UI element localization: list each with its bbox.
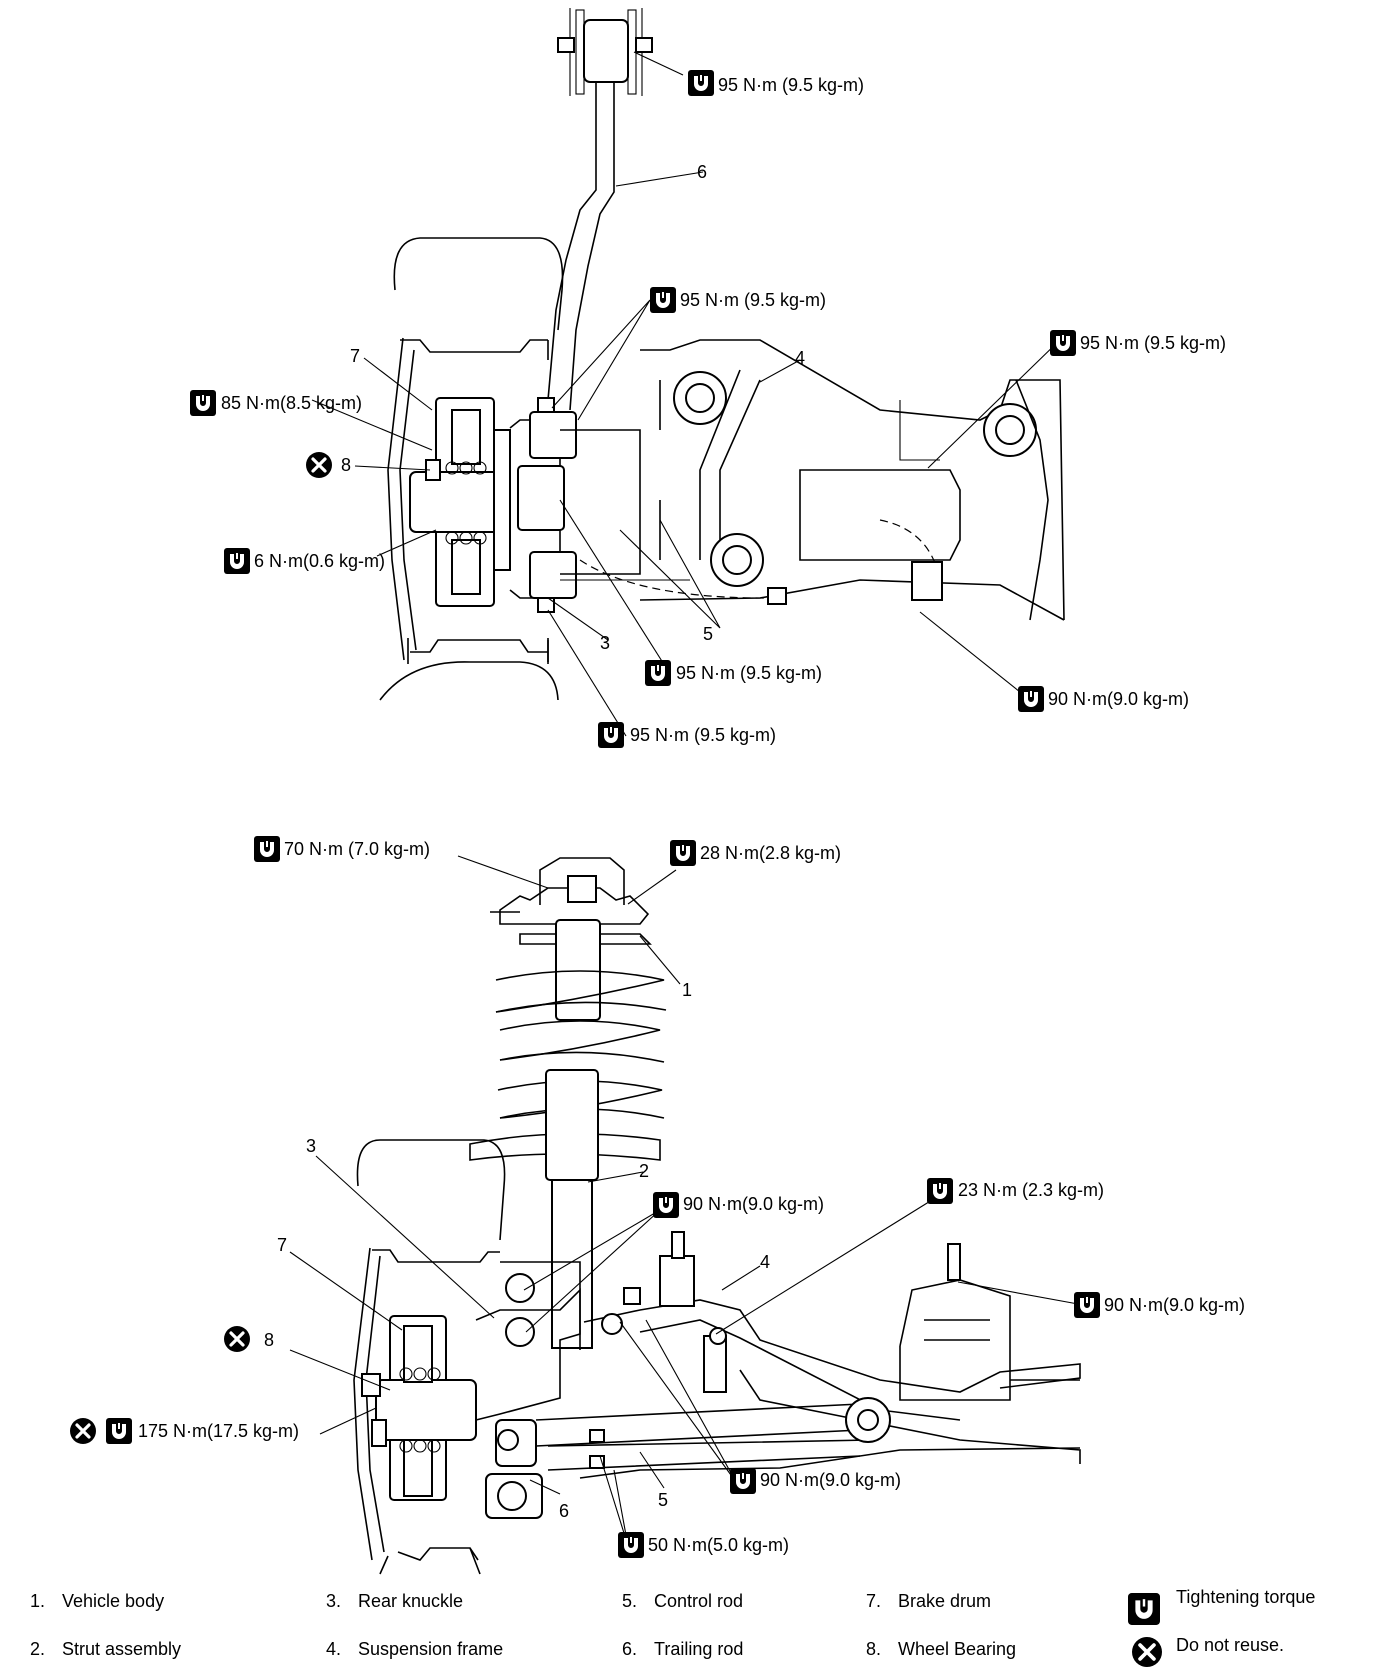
torque-callout: 90 N·m(9.0 kg-m)	[1048, 689, 1189, 709]
torque-icon	[687, 69, 715, 97]
torque-icon	[649, 286, 677, 314]
part-number: 7	[277, 1235, 287, 1255]
tire-top	[379, 237, 564, 701]
leaders-bottom	[289, 855, 1079, 1547]
legend-item: 7.Brake drum	[866, 1591, 992, 1611]
torque-icon	[652, 1191, 680, 1219]
legend-item: 6.Trailing rod	[622, 1639, 744, 1659]
torque-callout: 90 N·m(9.0 kg-m)	[683, 1194, 824, 1214]
noreuse-icon	[68, 1416, 98, 1446]
brake-drum-top	[409, 397, 511, 607]
noreuse-icon	[1132, 1637, 1162, 1667]
torque-callout: 95 N·m (9.5 kg-m)	[718, 75, 864, 95]
torque-icon	[926, 1177, 954, 1205]
torque-icon	[597, 721, 625, 749]
torque-callout: 50 N·m(5.0 kg-m)	[648, 1535, 789, 1555]
torque-callout: 6 N·m(0.6 kg-m)	[254, 551, 385, 571]
bottom-view: 70 N·m (7.0 kg-m) 28 N·m(2.8 kg-m) 90 N·…	[68, 835, 1245, 1575]
torque-icon	[669, 839, 697, 867]
part-number: 5	[703, 624, 713, 644]
part-number: 8	[341, 455, 351, 475]
part-number: 2	[639, 1161, 649, 1181]
part-number: 1	[682, 980, 692, 1000]
part-number: 3	[600, 633, 610, 653]
torque-icon	[729, 1467, 757, 1495]
torque-callout: 95 N·m (9.5 kg-m)	[1080, 333, 1226, 353]
noreuse-icon	[304, 450, 334, 480]
legend-item: 1.Vehicle body	[30, 1591, 165, 1611]
torque-callout: 175 N·m(17.5 kg-m)	[138, 1421, 299, 1441]
part-number: 8	[264, 1330, 274, 1350]
part-number: 4	[760, 1252, 770, 1272]
brake-drum-bottom	[361, 1315, 477, 1501]
torque-icon	[1073, 1291, 1101, 1319]
legend-item: 2.Strut assembly	[30, 1639, 182, 1659]
tire-bottom	[353, 1139, 506, 1575]
torque-callout: 95 N·m (9.5 kg-m)	[630, 725, 776, 745]
control-rods	[535, 1403, 871, 1471]
torque-icon	[1017, 685, 1045, 713]
legend-torque-label: Tightening torque	[1176, 1587, 1316, 1607]
torque-callout: 95 N·m (9.5 kg-m)	[680, 290, 826, 310]
rear-knuckle-top	[509, 397, 690, 613]
part-number: 5	[658, 1490, 668, 1510]
leaders-top	[311, 51, 1065, 737]
part-number: 7	[350, 346, 360, 366]
torque-callout: 90 N·m(9.0 kg-m)	[1104, 1295, 1245, 1315]
legend-item: 5.Control rod	[622, 1591, 744, 1611]
torque-icon	[617, 1531, 645, 1559]
part-number: 6	[559, 1501, 569, 1521]
torque-callout: 85 N·m(8.5 kg-m)	[221, 393, 362, 413]
legend-noreuse-label: Do not reuse.	[1176, 1635, 1285, 1655]
rear-knuckle-bottom	[475, 1261, 581, 1519]
torque-icon	[644, 659, 672, 687]
torque-callout: 95 N·m (9.5 kg-m)	[676, 663, 822, 683]
torque-callout: 90 N·m(9.0 kg-m)	[760, 1470, 901, 1490]
top-view: 95 N·m (9.5 kg-m) 95 N·m (9.5 kg-m) 95 N…	[189, 8, 1226, 749]
noreuse-icon	[222, 1324, 252, 1354]
legend-item: 8.Wheel Bearing	[866, 1639, 1017, 1659]
part-number: 6	[697, 162, 707, 182]
legend: 1.Vehicle body 2.Strut assembly 3.Rear k…	[0, 1575, 1392, 1674]
trailing-rod-top	[547, 8, 653, 411]
torque-icon	[1049, 329, 1077, 357]
torque-callout: 23 N·m (2.3 kg-m)	[958, 1180, 1104, 1200]
part-number: 3	[306, 1136, 316, 1156]
suspension-frame-bottom	[579, 1231, 1081, 1479]
suspension-frame-top	[579, 339, 1065, 621]
torque-icon	[223, 547, 251, 575]
legend-item: 3.Rear knuckle	[326, 1591, 464, 1611]
torque-icon	[253, 835, 281, 863]
part-number: 4	[795, 348, 805, 368]
torque-callout: 70 N·m (7.0 kg-m)	[284, 839, 430, 859]
coil-spring	[469, 919, 667, 1349]
torque-icon	[1128, 1593, 1160, 1625]
torque-icon	[105, 1417, 133, 1445]
torque-icon	[189, 389, 217, 417]
torque-callout: 28 N·m(2.8 kg-m)	[700, 843, 841, 863]
legend-item: 4.Suspension frame	[326, 1639, 504, 1659]
